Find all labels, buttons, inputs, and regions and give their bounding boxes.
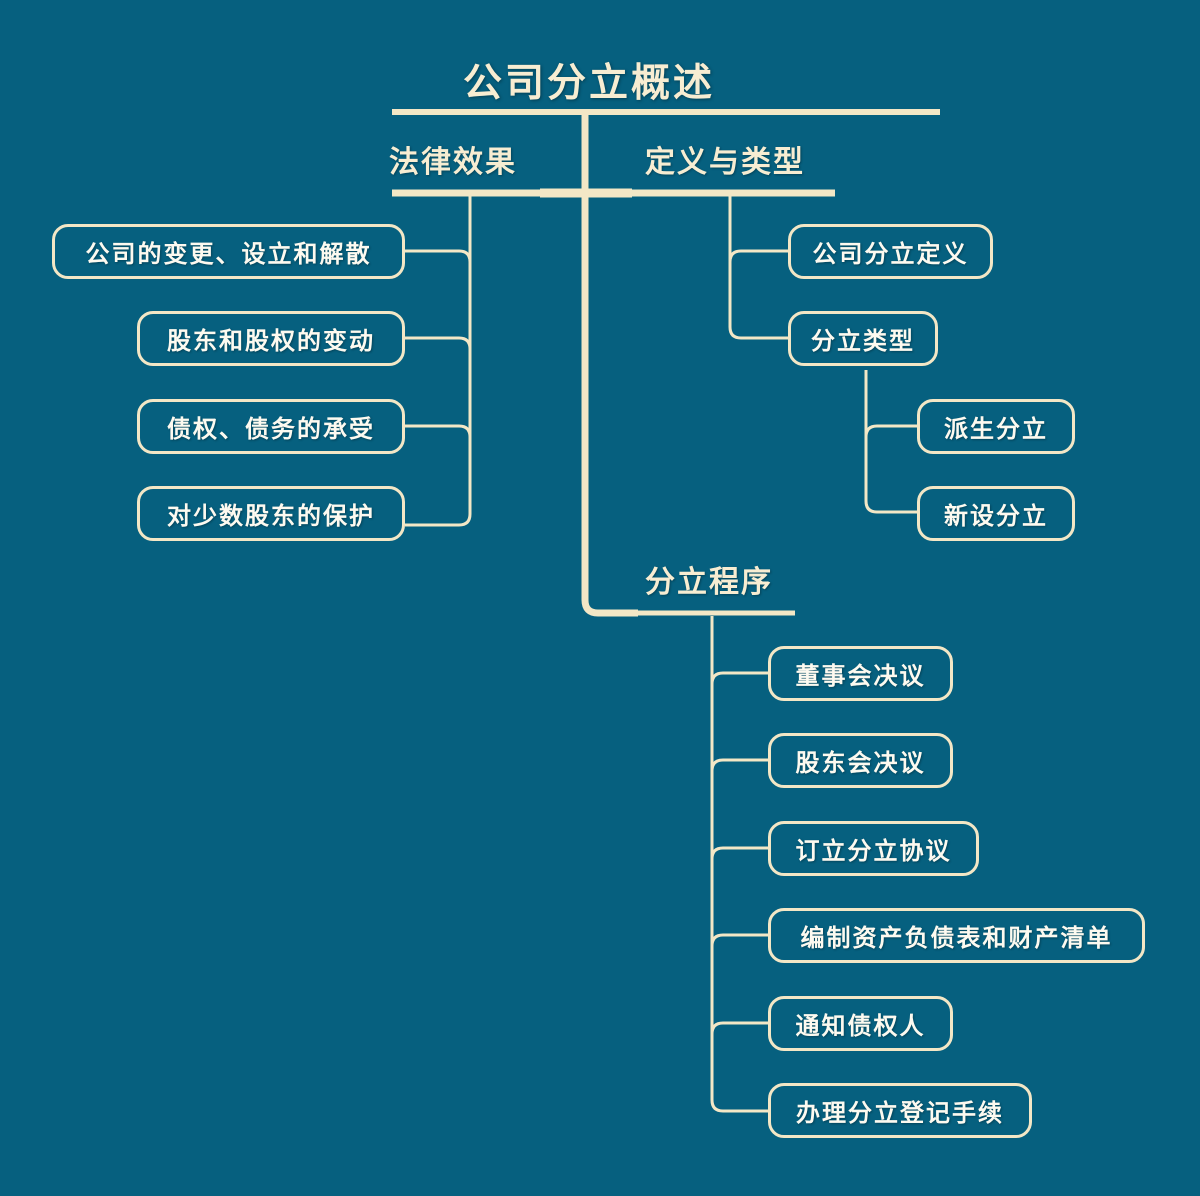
node-notify-creditors[interactable]: 通知债权人: [768, 996, 953, 1051]
node-company-change-establishment-dissolution[interactable]: 公司的变更、设立和解散: [52, 224, 405, 279]
node-new-establishment-division[interactable]: 新设分立: [917, 486, 1075, 541]
node-shareholder-equity-change[interactable]: 股东和股权的变动: [137, 311, 405, 366]
node-division-types[interactable]: 分立类型: [788, 311, 938, 366]
node-conclude-division-agreement[interactable]: 订立分立协议: [768, 821, 979, 876]
branch-title-definition-and-types[interactable]: 定义与类型: [645, 146, 805, 179]
node-derivative-division[interactable]: 派生分立: [917, 399, 1075, 454]
node-board-resolution[interactable]: 董事会决议: [768, 646, 953, 701]
node-claims-debts-assumption[interactable]: 债权、债务的承受: [137, 399, 405, 454]
branch-title-split-procedure[interactable]: 分立程序: [645, 566, 773, 599]
node-minority-shareholder-protection[interactable]: 对少数股东的保护: [137, 486, 405, 541]
node-process-division-registration[interactable]: 办理分立登记手续: [768, 1083, 1032, 1138]
node-prepare-balance-sheet-and-property-list[interactable]: 编制资产负债表和财产清单: [768, 908, 1145, 963]
branch-title-legal-effect[interactable]: 法律效果: [389, 146, 517, 179]
node-shareholder-meeting-resolution[interactable]: 股东会决议: [768, 733, 953, 788]
root-node-title[interactable]: 公司分立概述: [463, 62, 716, 105]
node-company-division-definition[interactable]: 公司分立定义: [788, 224, 993, 279]
